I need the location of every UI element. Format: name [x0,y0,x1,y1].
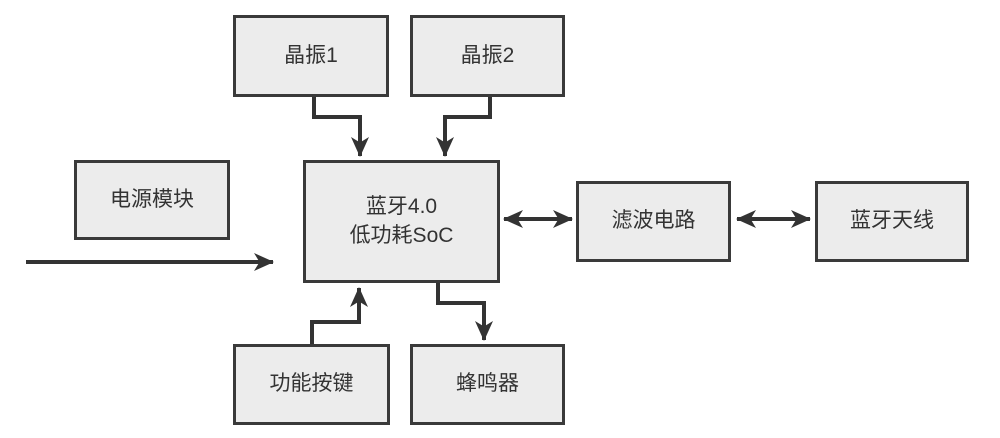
box-crystal1: 晶振1 [233,15,389,97]
arrow-soc-to-buzzer [436,283,493,341]
box-function-buttons: 功能按键 [233,344,390,425]
box-bluetooth-antenna: 蓝牙天线 [815,181,969,262]
box-filter-circuit: 滤波电路 [576,181,731,262]
box-soc-label-line1: 蓝牙4.0 [365,195,438,219]
arrow-buttons-to-soc [310,287,368,344]
box-filter-circuit-label: 滤波电路 [611,209,696,233]
box-buzzer-label: 蜂鸣器 [456,372,519,396]
box-buzzer: 蜂鸣器 [410,344,565,425]
box-soc-label-line2: 低功耗SoC [349,223,454,247]
arrow-crystal2-to-soc [436,97,492,157]
box-crystal1-label: 晶振1 [284,43,338,67]
arrow-crystal1-to-soc [312,97,369,157]
box-crystal2-label: 晶振2 [460,43,515,67]
box-function-buttons-label: 功能按键 [269,372,354,396]
box-bluetooth-antenna-label: 蓝牙天线 [850,209,934,233]
box-soc: 蓝牙4.0 低功耗SoC [303,160,500,283]
box-power-module-label: 电源模块 [110,187,194,211]
box-crystal2: 晶振2 [410,15,565,97]
box-power-module: 电源模块 [74,160,230,240]
